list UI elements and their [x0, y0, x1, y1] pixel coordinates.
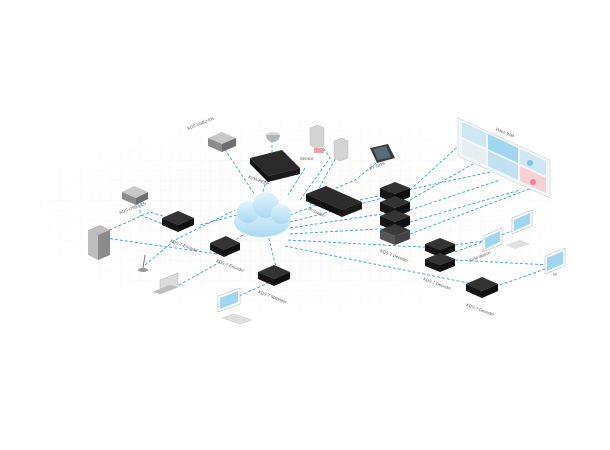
- sensor-icon: Sensor: [300, 148, 324, 161]
- monitor-right-icon: [544, 247, 566, 276]
- ip-switch-device: IP Switch: [306, 186, 362, 218]
- workstation-monitor-icon: [217, 287, 253, 325]
- video-wall-display: Video Wall: [457, 117, 551, 199]
- ip-switch-label: IP Switch: [308, 206, 327, 218]
- decoder-bottom-label: KDS-7 Decoder: [466, 302, 496, 317]
- touch-panel-device: KT-107S: [369, 144, 395, 171]
- pc-tower-icon: [88, 225, 110, 260]
- kvm-switch-device: KVM-PEEP: [248, 150, 300, 186]
- laptop-icon: [152, 272, 179, 295]
- microphone-icon: [138, 254, 148, 272]
- sensor-label: Sensor: [300, 156, 314, 161]
- network-cloud: [234, 192, 291, 237]
- server-tower-icons: [309, 124, 349, 162]
- grid-floor: [0, 108, 602, 322]
- camera-icon: [266, 132, 280, 142]
- touch-panel-label: KT-107S: [369, 161, 386, 171]
